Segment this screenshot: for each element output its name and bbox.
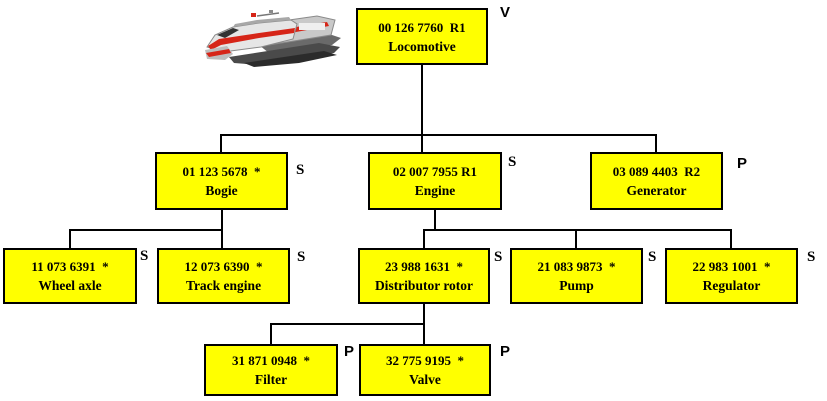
part-number: 02 007 7955 R1	[392, 164, 478, 179]
part-number: 21 083 9873 *	[537, 259, 616, 274]
node-bogie: 01 123 5678 * Bogie	[155, 152, 288, 210]
type-label-distributor-rotor: S	[494, 249, 503, 265]
connector-drop-distributor-rotor	[423, 229, 425, 248]
train-icon	[205, 10, 341, 67]
type-label-regulator: S	[807, 249, 816, 265]
part-name: Pump	[559, 278, 594, 293]
node-filter: 31 871 0948 * Filter	[204, 344, 338, 396]
part-name: Distributor rotor	[374, 278, 474, 293]
train-shadow-streaks	[229, 34, 341, 67]
connector-level1-bus	[220, 134, 657, 136]
part-name: Engine	[414, 183, 456, 198]
node-wheel-axle: 11 073 6391 * Wheel axle	[3, 248, 137, 304]
part-number: 01 123 5678 *	[182, 164, 261, 179]
type-label-wheel-axle: S	[140, 248, 149, 264]
type-label-locomotive: V	[500, 4, 511, 21]
part-name: Valve	[409, 372, 441, 387]
type-label-pump: S	[648, 249, 657, 265]
train-front-car	[205, 17, 298, 60]
connector-locomotive-to-engine	[421, 65, 423, 152]
node-distributor-rotor: 23 988 1631 * Distributor rotor	[358, 248, 490, 304]
node-generator: 03 089 4403 R2 Generator	[590, 152, 723, 210]
part-number: 11 073 6391 *	[31, 259, 109, 274]
part-name: Track engine	[185, 278, 262, 293]
part-name: Bogie	[205, 183, 238, 198]
node-valve: 32 775 9195 * Valve	[359, 344, 491, 396]
type-label-filter: P	[344, 343, 355, 360]
part-name: Regulator	[702, 278, 761, 293]
part-name: Filter	[254, 372, 288, 387]
connector-drop-regulator	[730, 229, 732, 248]
part-name: Generator	[626, 183, 687, 198]
connector-drop-generator	[655, 134, 657, 152]
type-label-bogie: S	[296, 162, 305, 178]
node-pump: 21 083 9873 * Pump	[510, 248, 643, 304]
part-number: 22 983 1001 *	[692, 259, 771, 274]
part-number: 12 073 6390 *	[184, 259, 263, 274]
part-number: 23 988 1631 *	[385, 259, 463, 274]
node-engine: 02 007 7955 R1 Engine	[368, 152, 502, 210]
type-label-track-engine: S	[297, 249, 306, 265]
node-regulator: 22 983 1001 * Regulator	[665, 248, 798, 304]
part-number: 00 126 7760 R1	[378, 19, 466, 35]
connector-drop-pump	[575, 229, 577, 248]
part-name: Locomotive	[388, 38, 456, 54]
part-number: 31 871 0948 *	[232, 353, 310, 368]
connector-distributor-bus	[270, 323, 425, 325]
connector-engine-bus	[423, 229, 732, 231]
part-name: Wheel axle	[38, 278, 102, 293]
connector-drop-wheel-axle	[69, 229, 71, 248]
part-number: 03 089 4403 R2	[612, 164, 701, 179]
part-number: 32 775 9195 *	[386, 353, 464, 368]
connector-bogie-bus	[69, 229, 223, 231]
node-locomotive: 00 126 7760 R1 Locomotive	[356, 8, 488, 65]
connector-engine-down	[434, 210, 436, 230]
type-label-engine: S	[508, 154, 517, 170]
connector-drop-bogie	[220, 134, 222, 152]
node-track-engine: 12 073 6390 * Track engine	[157, 248, 290, 304]
type-label-generator: P	[737, 155, 748, 172]
type-label-valve: P	[500, 343, 511, 360]
connector-drop-filter	[270, 323, 272, 344]
train-roof-details	[251, 10, 280, 17]
